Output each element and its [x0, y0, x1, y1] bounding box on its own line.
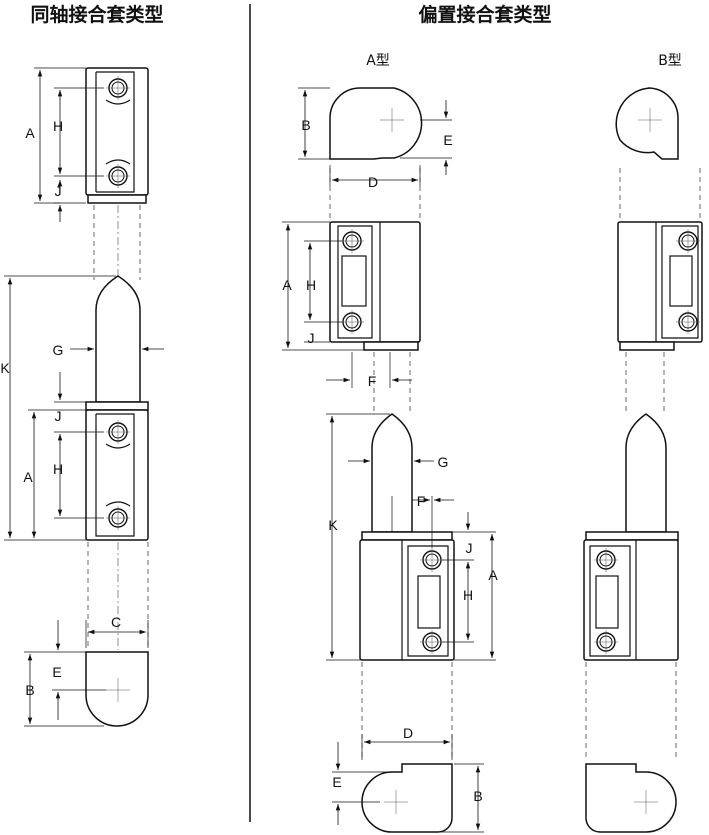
- dim-j-offset-lower: J: [466, 540, 473, 556]
- dim-d-offset-lower: D: [403, 725, 413, 741]
- dim-h-offset-lower: H: [463, 587, 473, 603]
- coaxial-dimensions: A H J K G J A H C: [0, 67, 164, 727]
- dim-d-offset-top: D: [368, 174, 378, 190]
- coaxial-top-leaf: [85, 67, 149, 204]
- dim-j-offset-upper: J: [308, 330, 315, 346]
- offset-a-upper-leaf: [329, 221, 421, 351]
- dim-h-offset-upper: H: [306, 277, 316, 293]
- heading-coaxial: 同轴接合套类型: [30, 3, 163, 26]
- dim-a-top: A: [25, 125, 35, 141]
- dim-e-left: E: [52, 664, 61, 680]
- dim-g-offset: G: [438, 454, 449, 470]
- dim-j-lower: J: [55, 408, 62, 424]
- dim-b-offset-top: B: [301, 117, 310, 133]
- offset-b-pin-leaf: [583, 413, 679, 661]
- offset-b-upper-leaf: [617, 221, 703, 351]
- dim-e-offset-top: E: [443, 132, 452, 148]
- offset-a-top-view: [329, 87, 423, 160]
- dim-j-top: J: [55, 183, 62, 199]
- label-type-a: A型: [366, 53, 390, 69]
- dim-k-left: K: [0, 360, 10, 376]
- dim-k-offset: K: [328, 517, 338, 533]
- dim-f-offset-lower: F: [417, 493, 426, 509]
- dim-h-lower: H: [53, 461, 63, 477]
- dim-g-left: G: [53, 342, 64, 358]
- offset-b-top-view: [615, 87, 679, 160]
- dim-a-offset-lower: A: [488, 567, 498, 583]
- offset-a-pin-leaf: [359, 413, 455, 661]
- dim-f-offset-upper: F: [368, 373, 377, 389]
- coaxial-end-view: [85, 651, 149, 727]
- dim-b-left: B: [25, 682, 34, 698]
- dim-c: C: [111, 614, 121, 630]
- offset-a-dimensions: B E D A H J F K: [282, 87, 498, 833]
- dim-h-top: H: [53, 118, 63, 134]
- offset-a-bottom-view: [361, 763, 453, 833]
- dim-a-lower: A: [23, 469, 33, 485]
- offset-b-bottom-view: [585, 763, 677, 833]
- dim-a-offset-upper: A: [282, 277, 292, 293]
- dim-e-offset-lower: E: [332, 774, 341, 790]
- label-type-b: B型: [658, 53, 682, 69]
- heading-offset: 偏置接合套类型: [418, 3, 551, 26]
- dim-b-offset-lower: B: [473, 788, 482, 804]
- coaxial-pin-leaf: [85, 275, 149, 541]
